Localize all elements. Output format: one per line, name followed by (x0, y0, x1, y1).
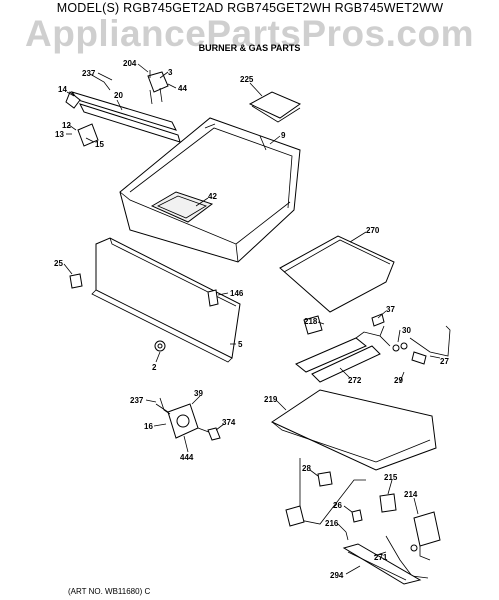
callout-374: 374 (222, 418, 236, 427)
art-number: (ART NO. WB11680) C (68, 587, 151, 596)
callout-37: 37 (386, 305, 395, 314)
callout-25: 25 (54, 259, 63, 268)
callout-272: 272 (348, 376, 362, 385)
callout-44: 44 (178, 84, 187, 93)
callout-146: 146 (230, 289, 244, 298)
callout-204: 204 (123, 59, 137, 68)
callout-labels: 204 237 3 14 20 44 12 13 15 225 9 42 270… (54, 59, 449, 580)
callout-29: 29 (394, 376, 403, 385)
burner-tube-assembly[interactable] (65, 70, 181, 147)
callout-271: 271 (374, 553, 388, 562)
pressure-regulator[interactable] (385, 511, 441, 579)
callout-219: 219 (264, 395, 278, 404)
callout-225: 225 (240, 75, 254, 84)
callout-26: 26 (333, 501, 342, 510)
callout-20: 20 (114, 91, 123, 100)
callout-42: 42 (208, 192, 217, 201)
callout-218: 218 (304, 317, 318, 326)
watermark: AppliancePartsPros.com (25, 13, 474, 54)
callout-39: 39 (194, 389, 203, 398)
callout-13: 13 (55, 130, 64, 139)
bottom-rail[interactable] (342, 543, 422, 585)
callout-294: 294 (330, 571, 344, 580)
diagram-title: BURNER & GAS PARTS (198, 43, 301, 53)
callout-214: 214 (404, 490, 418, 499)
callout-16: 16 (144, 422, 153, 431)
callout-444: 444 (180, 453, 194, 462)
callout-270: 270 (366, 226, 380, 235)
callout-237: 237 (82, 69, 96, 78)
manifold-panel[interactable] (69, 237, 241, 363)
callout-9: 9 (281, 131, 286, 140)
callout-215: 215 (384, 473, 398, 482)
safety-valve[interactable] (155, 397, 221, 441)
callout-5: 5 (238, 340, 243, 349)
model-numbers: MODEL(S) RGB745GET2AD RGB745GET2WH RGB74… (56, 1, 444, 15)
callout-28: 28 (302, 464, 311, 473)
oven-burner-group[interactable] (295, 313, 451, 383)
callout-12: 12 (62, 121, 71, 130)
shield-plate[interactable] (279, 235, 395, 313)
callout-14: 14 (58, 85, 67, 94)
oven-baffle[interactable] (270, 389, 437, 471)
callout-27: 27 (440, 357, 449, 366)
callout-3: 3 (168, 68, 173, 77)
leader-lines (63, 63, 441, 575)
callout-15: 15 (95, 140, 104, 149)
callout-2: 2 (152, 363, 157, 372)
callout-30: 30 (402, 326, 411, 335)
burner-plate[interactable] (248, 91, 302, 123)
oven-tube-brackets[interactable] (285, 458, 397, 541)
burner-box[interactable] (119, 117, 301, 263)
callout-237b: 237 (130, 396, 144, 405)
callout-216: 216 (325, 519, 339, 528)
